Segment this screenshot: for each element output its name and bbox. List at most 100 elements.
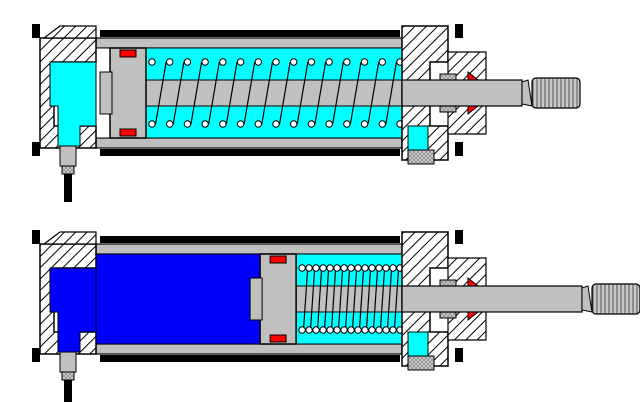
- tie-rod-nut: [32, 348, 40, 362]
- spring-section-top: [325, 58, 333, 66]
- spring-section-bottom: [343, 120, 351, 128]
- spring-section-top: [272, 58, 280, 66]
- port-hose: [64, 380, 72, 402]
- spring-section-bottom: [298, 326, 306, 334]
- spring-section-top: [305, 264, 313, 272]
- port-fitting-icon: [59, 145, 77, 167]
- spring-coil: [154, 61, 398, 125]
- spring-section-bottom: [201, 120, 209, 128]
- cap-top-flange: [42, 231, 97, 245]
- rod-neck: [581, 285, 593, 313]
- spring-section-top: [148, 58, 156, 66]
- tie-rod-nut: [455, 24, 463, 38]
- port-fitting-nut: [61, 165, 75, 175]
- spring-section-bottom: [183, 120, 192, 128]
- spring-section-top: [347, 264, 355, 272]
- spring-section-bottom: [368, 326, 376, 334]
- spring-coil: [302, 267, 400, 331]
- spring-section-top: [378, 58, 386, 66]
- tie-rod-nut: [455, 142, 463, 156]
- spring-section-bottom: [333, 326, 341, 334]
- spring-section-top: [354, 264, 362, 272]
- spring-section-bottom: [166, 120, 174, 128]
- tie-rod-nut: [455, 230, 463, 244]
- tie-rod-bottom: [100, 149, 400, 156]
- spring-section-bottom: [375, 326, 383, 334]
- port-fitting-nut: [61, 371, 75, 381]
- spring-section-bottom: [382, 326, 390, 334]
- spring-section-top: [326, 264, 334, 272]
- rod-port-fluid: [407, 331, 429, 357]
- spring-section-top: [361, 264, 369, 272]
- spring-section-bottom: [236, 120, 245, 128]
- cap-port-fluid: [49, 267, 97, 353]
- spring-section-top: [333, 264, 341, 272]
- spring-section-top: [368, 264, 376, 272]
- spring-section-bottom: [340, 326, 348, 334]
- spring-section-top: [166, 58, 174, 66]
- spring-section-bottom: [389, 326, 397, 334]
- threaded-end-icon: [591, 283, 640, 315]
- spring-section-bottom: [361, 326, 369, 334]
- rod-port-fitting: [407, 355, 435, 371]
- piston-boss: [249, 277, 263, 321]
- seal-icon: [119, 49, 137, 58]
- spring-section-top: [307, 58, 316, 66]
- spring-section-bottom: [305, 326, 313, 334]
- spring-section-bottom: [272, 120, 280, 128]
- port-fitting-icon: [59, 351, 77, 373]
- spring-section-bottom: [378, 120, 386, 128]
- piston-boss: [99, 71, 113, 115]
- spring-section-bottom: [325, 120, 333, 128]
- rod-icon: [145, 79, 403, 107]
- spring-section-bottom: [354, 326, 362, 334]
- tie-rod-nut: [455, 348, 463, 362]
- spring-icon: [298, 264, 404, 334]
- spring-section-top: [382, 264, 390, 272]
- barrel-wall-bottom: [95, 343, 403, 355]
- piston-icon: [259, 253, 297, 345]
- high-pressure-chamber: [95, 253, 261, 345]
- cylinder-retracted: [32, 24, 581, 202]
- spring-section-bottom: [360, 120, 369, 128]
- cap-top-flange: [42, 25, 97, 39]
- tie-rod-nut: [32, 142, 40, 156]
- spring-section-top: [312, 264, 320, 272]
- barrel-wall-bottom: [95, 137, 403, 149]
- spring-section-top: [201, 58, 209, 66]
- spring-section-top: [290, 58, 298, 66]
- threaded-end-icon: [531, 77, 581, 109]
- seal-icon: [269, 255, 287, 264]
- tie-rod-top: [100, 236, 400, 243]
- barrel-wall-top: [95, 243, 403, 255]
- tie-rod-top: [100, 30, 400, 37]
- port-hose: [64, 174, 72, 202]
- rod-external: [401, 285, 583, 313]
- spring-section-top: [319, 264, 327, 272]
- spring-icon: [148, 58, 404, 128]
- spring-section-top: [236, 58, 245, 66]
- cap-port-fluid: [49, 61, 97, 147]
- cylinder-extended: [32, 230, 640, 402]
- rod-external: [401, 79, 523, 107]
- spring-section-bottom: [326, 326, 334, 334]
- rod-neck: [521, 79, 533, 107]
- spring-section-top: [183, 58, 192, 66]
- spring-section-top: [340, 264, 348, 272]
- rod-port-fluid: [407, 125, 429, 151]
- spring-section-top: [389, 264, 397, 272]
- tie-rod-nut: [32, 24, 40, 38]
- spring-section-bottom: [254, 120, 262, 128]
- barrel-wall-top: [95, 37, 403, 49]
- spring-section-bottom: [148, 120, 156, 128]
- spring-section-bottom: [219, 120, 227, 128]
- seal-icon: [269, 334, 287, 343]
- spring-section-top: [343, 58, 351, 66]
- tie-rod-bottom: [100, 355, 400, 362]
- spring-section-bottom: [347, 326, 355, 334]
- spring-section-top: [254, 58, 262, 66]
- rod-port-fitting: [407, 149, 435, 165]
- spring-section-top: [298, 264, 306, 272]
- spring-section-bottom: [312, 326, 320, 334]
